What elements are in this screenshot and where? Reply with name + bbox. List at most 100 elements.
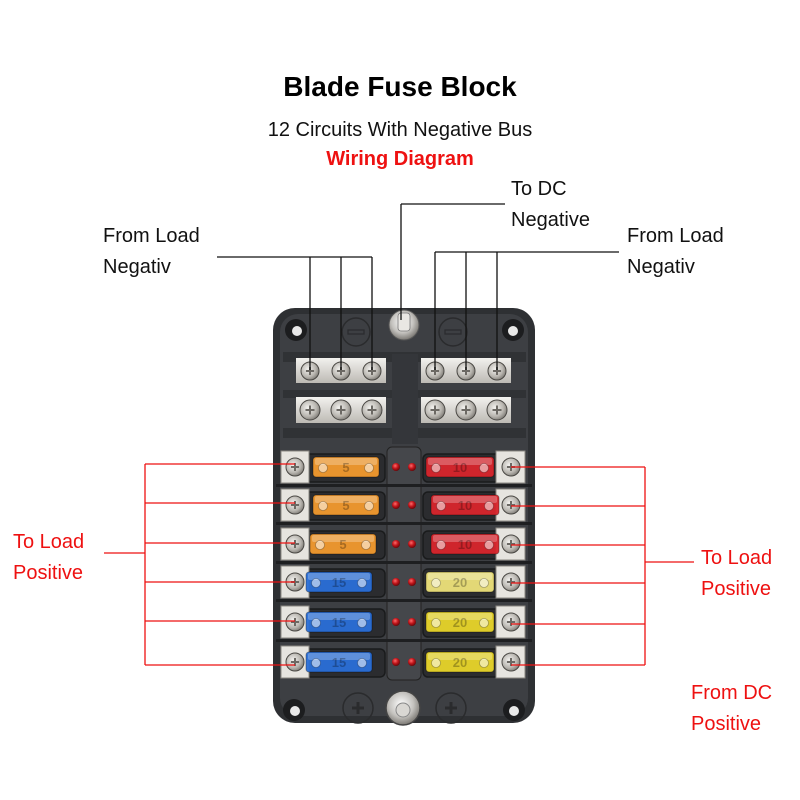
fuse-highlight — [428, 458, 492, 465]
screw-slot-icon — [367, 405, 377, 415]
fuse-body — [430, 533, 500, 555]
screw-slot-icon — [492, 405, 502, 415]
dc-negative-stud[interactable] — [388, 309, 420, 341]
negative-bus-screw[interactable] — [331, 361, 351, 381]
screw-slot-icon — [506, 500, 516, 510]
label-to-load-positive-left: To Load Positive — [13, 531, 85, 584]
label-from-load-negative-left: From Load Negativ — [103, 225, 200, 278]
fuse-contact — [479, 463, 489, 473]
fuse-rating-label: 20 — [453, 575, 467, 590]
fuse-highlight — [428, 613, 492, 620]
fuse-highlight — [433, 496, 497, 503]
indicator-led — [392, 618, 400, 626]
fuse-contact — [431, 578, 441, 588]
negative-bus-screw[interactable] — [486, 399, 508, 421]
fuse-10a[interactable]: 10 — [430, 533, 500, 555]
fuse-5a[interactable]: 5 — [312, 494, 380, 516]
fuse-15a[interactable]: 15 — [305, 651, 373, 673]
fuse-5a[interactable]: 5 — [309, 533, 377, 555]
fuse-rating-label: 5 — [342, 460, 349, 475]
screw-slot-icon — [430, 405, 440, 415]
positive-terminal-screw[interactable] — [501, 652, 521, 672]
negative-bus-screw[interactable] — [361, 399, 383, 421]
indicator-led — [392, 463, 400, 471]
fuse-highlight — [428, 653, 492, 660]
fuse-rating-label: 15 — [332, 575, 346, 590]
positive-terminal-screw[interactable] — [285, 612, 305, 632]
indicator-led — [392, 501, 400, 509]
fuse-20a[interactable]: 20 — [425, 611, 495, 633]
screw-slot-icon — [290, 539, 300, 549]
fuse-5a[interactable]: 5 — [312, 456, 380, 478]
diagram-title: Blade Fuse Block — [283, 71, 517, 102]
negative-bus-screw[interactable] — [299, 399, 321, 421]
indicator-led — [408, 658, 416, 666]
positive-terminal-screw[interactable] — [501, 495, 521, 515]
positive-terminal-screw[interactable] — [285, 652, 305, 672]
fuse-contact — [311, 618, 321, 628]
fuse-contact — [479, 578, 489, 588]
fuse-highlight — [428, 573, 492, 580]
fuse-contact — [361, 540, 371, 550]
screw-slot-icon — [461, 405, 471, 415]
fuse-rating-label: 10 — [458, 537, 472, 552]
screw-slot-icon — [506, 617, 516, 627]
negative-bus-screw[interactable] — [330, 399, 352, 421]
indicator-led — [408, 463, 416, 471]
fuse-contact — [431, 658, 441, 668]
fuse-body — [305, 651, 373, 673]
fuse-contact — [484, 501, 494, 511]
fuse-10a[interactable]: 10 — [425, 456, 495, 478]
fuse-contact — [357, 658, 367, 668]
positive-terminal-screw[interactable] — [285, 495, 305, 515]
label-to-load-positive-right: To Load Positive — [701, 547, 773, 600]
row-divider — [276, 561, 532, 564]
positive-terminal-screw[interactable] — [285, 534, 305, 554]
fuse-contact — [431, 618, 441, 628]
fuse-contact — [479, 618, 489, 628]
fuse-body — [312, 456, 380, 478]
indicator-led — [408, 501, 416, 509]
screw-slot-icon — [506, 577, 516, 587]
fuse-rating-label: 15 — [332, 655, 346, 670]
indicator-led — [392, 578, 400, 586]
fuse-20a[interactable]: 20 — [425, 651, 495, 673]
negative-bus-screw[interactable] — [487, 361, 507, 381]
fuse-highlight — [315, 496, 377, 503]
fuse-contact — [431, 463, 441, 473]
fuse-highlight — [308, 573, 370, 580]
negative-bus-screw[interactable] — [455, 399, 477, 421]
fuse-15a[interactable]: 15 — [305, 571, 373, 593]
wiring-diagram-label: Wiring Diagram — [326, 148, 474, 170]
fuse-rating-label: 20 — [453, 655, 467, 670]
indicator-led — [408, 578, 416, 586]
fuse-contact — [484, 540, 494, 550]
negative-bus-screw[interactable] — [424, 399, 446, 421]
fuse-contact — [357, 618, 367, 628]
fuse-contact — [318, 501, 328, 511]
indicator-led — [392, 658, 400, 666]
fuse-contact — [364, 463, 374, 473]
fuse-contact — [364, 501, 374, 511]
fuse-rating-label: 15 — [332, 615, 346, 630]
negative-bus-screw[interactable] — [362, 361, 382, 381]
fuse-rating-label: 5 — [339, 537, 346, 552]
dc-positive-stud[interactable] — [385, 690, 421, 726]
fuse-contact — [311, 578, 321, 588]
screw-slot-icon — [336, 405, 346, 415]
fuse-15a[interactable]: 15 — [305, 611, 373, 633]
fuse-20a[interactable]: 20 — [425, 571, 495, 593]
fuse-highlight — [315, 458, 377, 465]
fuse-contact — [311, 658, 321, 668]
fuse-rows: 5 10 5 10 5 10 15 20 15 20 15 20 — [276, 450, 532, 679]
positive-terminal-screw[interactable] — [501, 572, 521, 592]
fuse-body — [425, 456, 495, 478]
positive-terminal-screw[interactable] — [501, 612, 521, 632]
fuse-highlight — [433, 535, 497, 542]
fuse-10a[interactable]: 10 — [430, 494, 500, 516]
fuse-body — [305, 611, 373, 633]
positive-terminal-screw[interactable] — [285, 457, 305, 477]
positive-terminal-screw[interactable] — [501, 534, 521, 554]
fuse-rating-label: 20 — [453, 615, 467, 630]
fuse-contact — [318, 463, 328, 473]
